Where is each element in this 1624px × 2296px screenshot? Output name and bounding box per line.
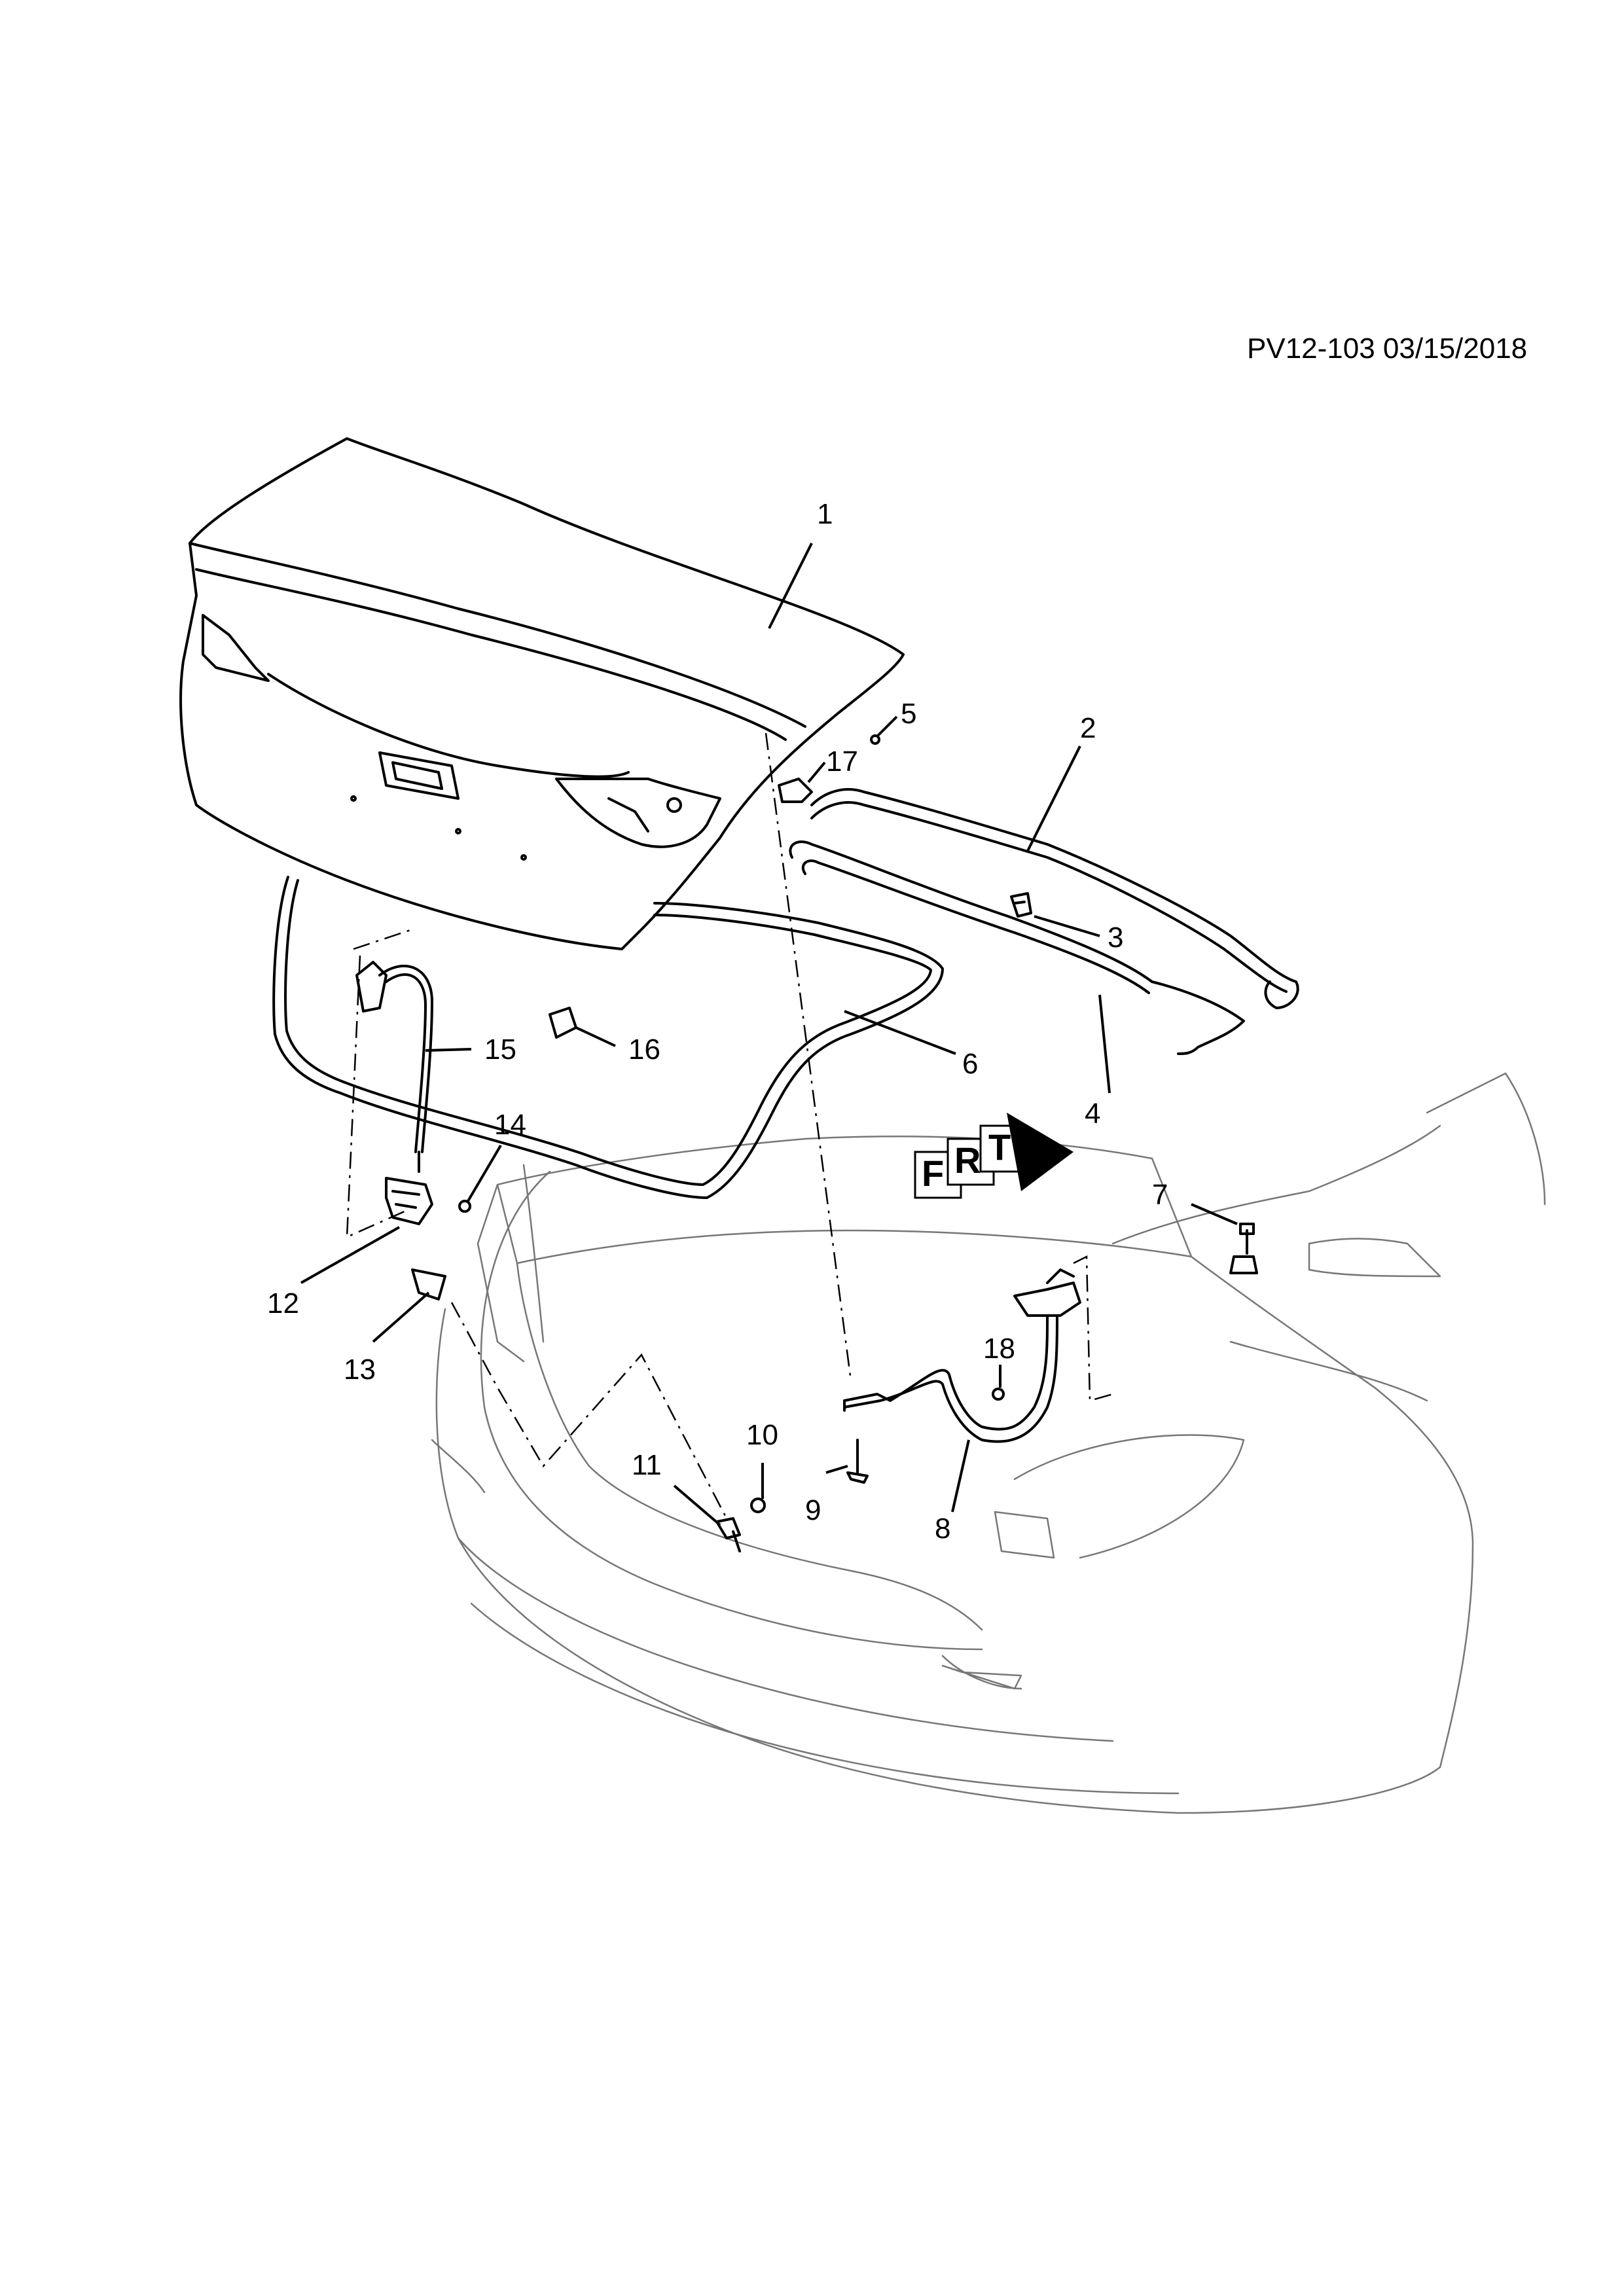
hinge-assembly bbox=[765, 732, 1258, 1484]
front-symbol-letter-f: F bbox=[922, 1153, 944, 1194]
trunk-lid-nut bbox=[870, 734, 880, 745]
callout-13: 13 bbox=[344, 1354, 376, 1386]
callout-7: 7 bbox=[1152, 1179, 1168, 1211]
callout-5: 5 bbox=[901, 698, 916, 730]
trunk-lid-grommet bbox=[549, 1007, 577, 1039]
diagram-code: PV12-103 03/15/2018 bbox=[1247, 332, 1527, 365]
callout-12: 12 bbox=[267, 1287, 299, 1319]
callout-8: 8 bbox=[935, 1513, 950, 1545]
front-symbol-letter-r: R bbox=[954, 1139, 981, 1181]
callout-10: 10 bbox=[746, 1419, 778, 1451]
callout-4: 4 bbox=[1085, 1098, 1100, 1130]
trunk-lid-bumper bbox=[778, 778, 813, 803]
trunk-lid bbox=[179, 437, 905, 950]
callout-17: 17 bbox=[826, 745, 858, 778]
callout-1: 1 bbox=[817, 498, 833, 530]
callout-18: 18 bbox=[983, 1333, 1015, 1365]
trunk-torsion-rods bbox=[789, 788, 1299, 1055]
callout-11: 11 bbox=[632, 1449, 662, 1481]
trunk-weatherstrip bbox=[272, 876, 944, 1199]
latch-assembly bbox=[346, 928, 471, 1300]
callout-labels: 1 2 3 4 5 6 7 8 9 10 11 12 13 14 15 16 1… bbox=[267, 498, 1168, 1545]
callout-6: 6 bbox=[962, 1048, 978, 1080]
callout-16: 16 bbox=[628, 1033, 660, 1066]
rod-retainer-clip bbox=[1010, 892, 1032, 918]
striker-assembly bbox=[450, 1302, 766, 1552]
callout-15: 15 bbox=[484, 1033, 516, 1066]
front-direction-symbol: F R T bbox=[914, 1113, 1074, 1199]
callout-14: 14 bbox=[494, 1109, 526, 1141]
front-symbol-letter-t: T bbox=[988, 1126, 1011, 1168]
callout-leaders bbox=[300, 543, 1238, 1526]
vehicle-body-outline bbox=[431, 1072, 1546, 1814]
callout-9: 9 bbox=[805, 1494, 821, 1526]
callout-3: 3 bbox=[1108, 922, 1123, 954]
callout-2: 2 bbox=[1080, 712, 1096, 744]
